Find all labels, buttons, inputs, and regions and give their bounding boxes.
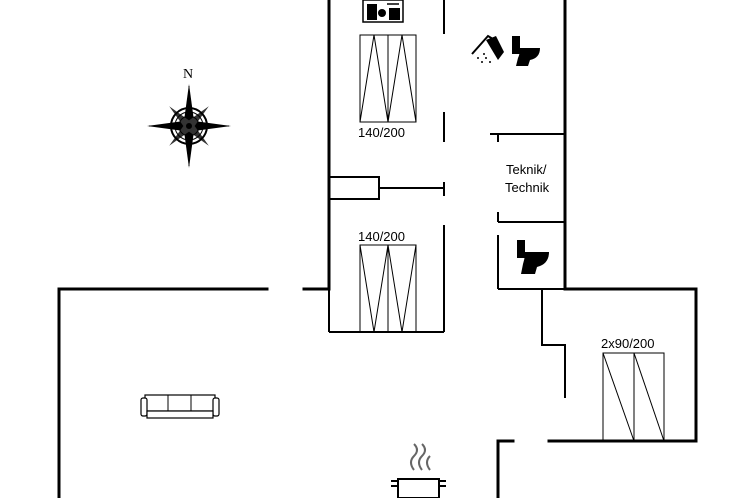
bedroom3-left-wall — [541, 289, 566, 398]
technik-label-line2: Technik — [505, 180, 550, 195]
bed-2 — [359, 244, 417, 333]
washing-machine-icon — [362, 0, 404, 23]
shower-icon — [471, 34, 504, 63]
toilet-icon — [512, 36, 540, 66]
living-room-wall — [57, 287, 269, 498]
bed-3 — [602, 352, 665, 442]
bed1-label: 140/200 — [358, 125, 405, 140]
kitchen-right-wall — [496, 439, 515, 498]
toilet-icon-2 — [517, 240, 549, 274]
cooking-pot-icon — [391, 443, 446, 498]
walls — [57, 0, 698, 498]
compass-north-label: N — [183, 67, 193, 82]
bed2-label: 140/200 — [358, 229, 405, 244]
partitions — [328, 0, 566, 398]
bed3-label: 2x90/200 — [601, 336, 655, 351]
sofa-icon — [140, 394, 220, 419]
compass-rose-icon — [147, 84, 231, 168]
closet — [328, 176, 380, 200]
technik-label-line1: Teknik/ — [506, 162, 547, 177]
bed-1 — [359, 34, 417, 123]
bedroom3-outer-wall — [547, 287, 698, 443]
